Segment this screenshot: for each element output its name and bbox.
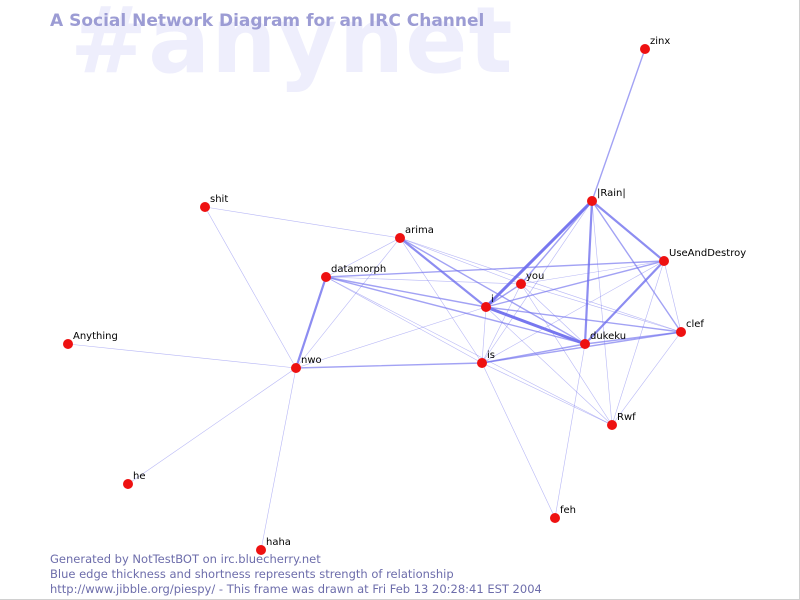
node-i[interactable] <box>481 302 491 312</box>
edge-datamorph-i <box>325 276 487 308</box>
node-useanddestroy[interactable] <box>659 256 669 266</box>
edge-rain-clef <box>591 200 682 333</box>
node-shit[interactable] <box>200 202 210 212</box>
footer-legend-note: Blue edge thickness and shortness repres… <box>50 567 454 581</box>
edge-datamorph-rwf <box>325 276 613 426</box>
edge-you-i <box>485 283 522 308</box>
node-dukeku[interactable] <box>580 339 590 349</box>
node-label-he: he <box>133 471 146 482</box>
label-layer: zinx |Rain| UseAndDestroy shit arima datamorp… <box>73 36 746 548</box>
edge-shit-nwo <box>204 206 297 369</box>
edge-dukeku-feh <box>554 343 586 519</box>
edge-layer <box>67 48 682 551</box>
edge-rain-is <box>481 200 593 364</box>
edge-shit-arima <box>204 206 401 239</box>
edge-rain-rwf <box>591 200 613 426</box>
node-label-datamorph: datamorph <box>331 264 386 275</box>
edge-useanddestroy-rwf <box>611 260 665 426</box>
edge-i-is <box>481 306 487 364</box>
edge-i-nwo <box>295 306 487 369</box>
edge-rain-i <box>484 199 594 309</box>
edge-arima-you <box>399 237 522 285</box>
page-title: A Social Network Diagram for an IRC Chan… <box>50 11 485 31</box>
edge-i-clef <box>485 306 682 333</box>
edge-arima-dukeku <box>399 237 586 345</box>
channel-watermark: #anynet <box>70 0 514 94</box>
node-feh[interactable] <box>550 513 560 523</box>
node-label-is: is <box>487 350 495 361</box>
edge-you-is <box>481 283 522 364</box>
node-label-zinx: zinx <box>650 36 670 47</box>
edge-you-dukeku <box>520 283 586 345</box>
node-label-feh: feh <box>560 505 576 516</box>
edge-arima-datamorph <box>325 237 401 278</box>
node-anything[interactable] <box>63 339 73 349</box>
node-label-arima: arima <box>405 225 434 236</box>
node-label-haha: haha <box>266 537 291 548</box>
node-label-clef: clef <box>686 319 704 330</box>
edge-rain-useanddestroy <box>590 199 666 263</box>
node-zinx[interactable] <box>640 44 650 54</box>
node-he[interactable] <box>123 479 133 489</box>
edge-nwo-haha <box>260 367 297 551</box>
edge-i-rwf <box>485 306 613 426</box>
edge-is-rwf <box>481 362 613 426</box>
edge-nwo-he <box>127 367 297 485</box>
edge-datamorph-dukeku <box>325 276 586 345</box>
edge-datamorph-is <box>325 276 483 364</box>
edge-i-dukeku <box>484 305 587 346</box>
footer: Generated by NotTestBOT on irc.bluecherr… <box>50 552 542 597</box>
node-is[interactable] <box>477 358 487 368</box>
edge-datamorph-nwo <box>294 275 328 370</box>
edge-arima-i <box>398 236 488 309</box>
node-label-useanddestroy: UseAndDestroy <box>669 248 746 259</box>
node-label-rwf: Rwf <box>617 412 636 423</box>
edge-is-feh <box>481 362 556 519</box>
edge-rain-you <box>520 200 593 285</box>
edge-useanddestroy-i <box>485 260 665 308</box>
node-label-dukeku: dukeku <box>590 331 626 342</box>
node-you[interactable] <box>516 279 526 289</box>
edge-useanddestroy-is <box>481 260 665 364</box>
edge-arima-is <box>399 237 483 364</box>
edge-useanddestroy-you <box>520 260 665 285</box>
footer-source-link[interactable]: http://www.jibble.org/piespy/ - This fra… <box>50 582 542 596</box>
edge-nwo-is <box>295 362 483 369</box>
edge-arima-nwo <box>295 237 401 369</box>
node-arima[interactable] <box>395 233 405 243</box>
edge-arima-clef <box>399 237 682 333</box>
node-haha[interactable] <box>256 545 266 555</box>
edge-useanddestroy-dukeku <box>583 259 666 346</box>
node-clef[interactable] <box>676 327 686 337</box>
node-label-nwo: nwo <box>301 355 322 366</box>
edge-anything-nwo <box>67 343 297 369</box>
footer-generated-by: Generated by NotTestBOT on irc.bluecherr… <box>50 552 321 566</box>
node-label-you: you <box>526 271 544 282</box>
node-label-i: i <box>491 294 494 305</box>
edge-useanddestroy-datamorph <box>325 260 665 278</box>
node-rain[interactable] <box>587 196 597 206</box>
node-layer <box>63 44 686 555</box>
edge-you-clef <box>520 283 682 333</box>
node-nwo[interactable] <box>291 363 301 373</box>
node-label-anything: Anything <box>73 331 118 342</box>
edge-datamorph-you <box>325 276 522 285</box>
node-datamorph[interactable] <box>321 272 331 282</box>
edge-zinx-rain <box>591 48 646 202</box>
edge-clef-rwf <box>611 331 682 426</box>
node-rwf[interactable] <box>607 420 617 430</box>
edge-useanddestroy-clef <box>663 260 682 333</box>
node-label-shit: shit <box>210 194 228 205</box>
node-label-rain: |Rain| <box>597 188 626 199</box>
edge-you-rwf <box>520 283 613 426</box>
